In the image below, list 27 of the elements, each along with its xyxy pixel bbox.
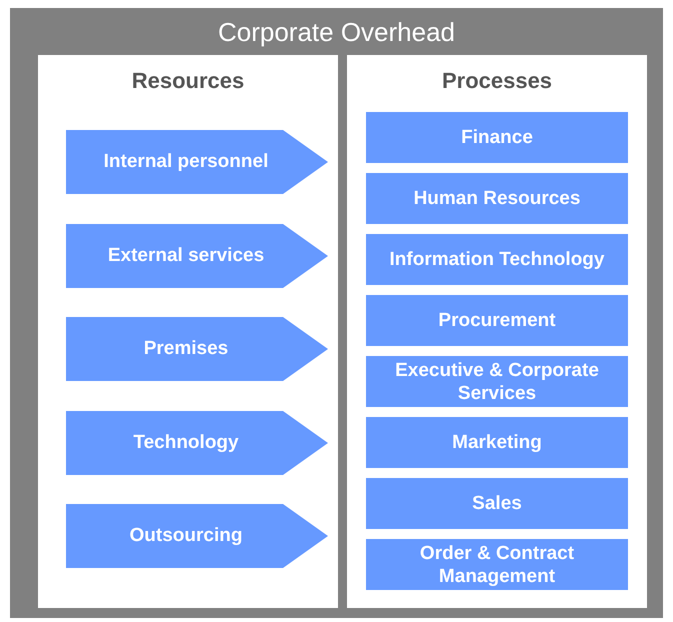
process-box bbox=[366, 112, 628, 163]
process-box bbox=[366, 173, 628, 224]
process-label: Executive & Corporate Services bbox=[394, 358, 600, 404]
process-box bbox=[366, 234, 628, 285]
panel-title: Corporate Overhead bbox=[216, 16, 456, 48]
process-label: Marketing bbox=[452, 431, 542, 454]
resource-label: Internal personnel bbox=[104, 151, 268, 173]
process-label: Sales bbox=[472, 492, 522, 515]
process-label: Order & Contract Management bbox=[418, 542, 576, 588]
process-label: Human Resources bbox=[414, 187, 580, 210]
column-heading: Processes bbox=[440, 67, 554, 95]
column-heading: Resources bbox=[130, 67, 246, 95]
column-panel bbox=[38, 55, 338, 608]
resource-label: Technology bbox=[133, 432, 239, 454]
process-label: Finance bbox=[461, 126, 533, 149]
resource-label: Outsourcing bbox=[130, 525, 242, 547]
column-panel bbox=[347, 55, 647, 608]
process-box bbox=[366, 478, 628, 529]
process-box bbox=[366, 539, 628, 590]
resource-label: External services bbox=[108, 244, 264, 266]
resource-label: Premises bbox=[144, 338, 228, 360]
outer-panel bbox=[10, 8, 663, 618]
process-box bbox=[366, 356, 628, 407]
process-box bbox=[366, 295, 628, 346]
process-label: Information Technology bbox=[390, 248, 604, 271]
process-box bbox=[366, 417, 628, 468]
process-label: Procurement bbox=[438, 309, 556, 332]
